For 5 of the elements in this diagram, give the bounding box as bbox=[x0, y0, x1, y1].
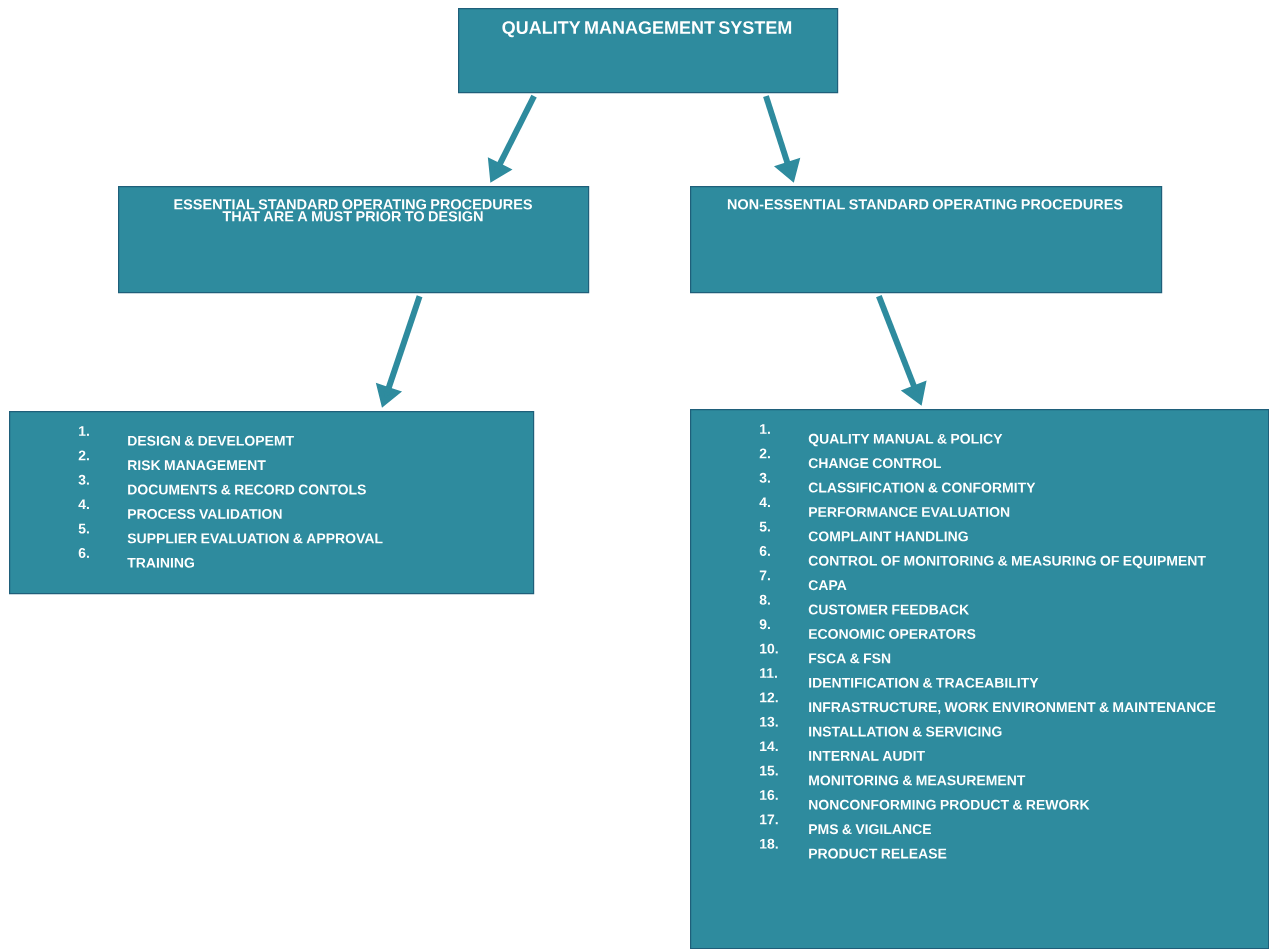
list-box: 1. DESIGN & DEVELOPEMT 2. RISK MANAGEMENT 3. DOCUMENTS & RECORD CONTOLS 4. PROCESS VALIDATION 5. SUPPLIER EVALUATION & APPROVAL 6. TRAINING bbox=[9, 411, 535, 595]
heading-box: NON-ESSENTIAL STANDARD OPERATING PROCEDURES bbox=[690, 186, 1163, 294]
list-box: 1. QUALITY MANUAL & POLICY 2. CHANGE CONTROL 3. CLASSIFICATION & CONFORMITY 4. PERFORMANCE EVALUATION 5. COMPLAINT HANDLING 6. CONTROL OF MONITORING & MEASURING OF EQUIPMENT 7. CAPA 8. CUSTOMER FEEDBACK 9. ECONOMIC OPERATORS 10. FSCA & FSN 11. IDENTIFICATION & TRACEABILITY 12. INFRASTRUCTURE, WORK ENVIRONMENT & MAINTENANCE 13. INSTALLATION & SERVICING 14. INTERNAL AUDIT 15. MONITORING & MEASUREMENT 16. NONCONFORMING PRODUCT & REWORK 17. PMS & VIGILANCE 18. PRODUCT RELEASE bbox=[690, 409, 1269, 949]
title-box: QUALITY MANAGEMENT SYSTEM bbox=[458, 8, 839, 94]
heading-box: ESSENTIAL STANDARD OPERATING PROCEDURES THAT ARE A MUST PRIOR TO DESIGN bbox=[118, 186, 590, 294]
